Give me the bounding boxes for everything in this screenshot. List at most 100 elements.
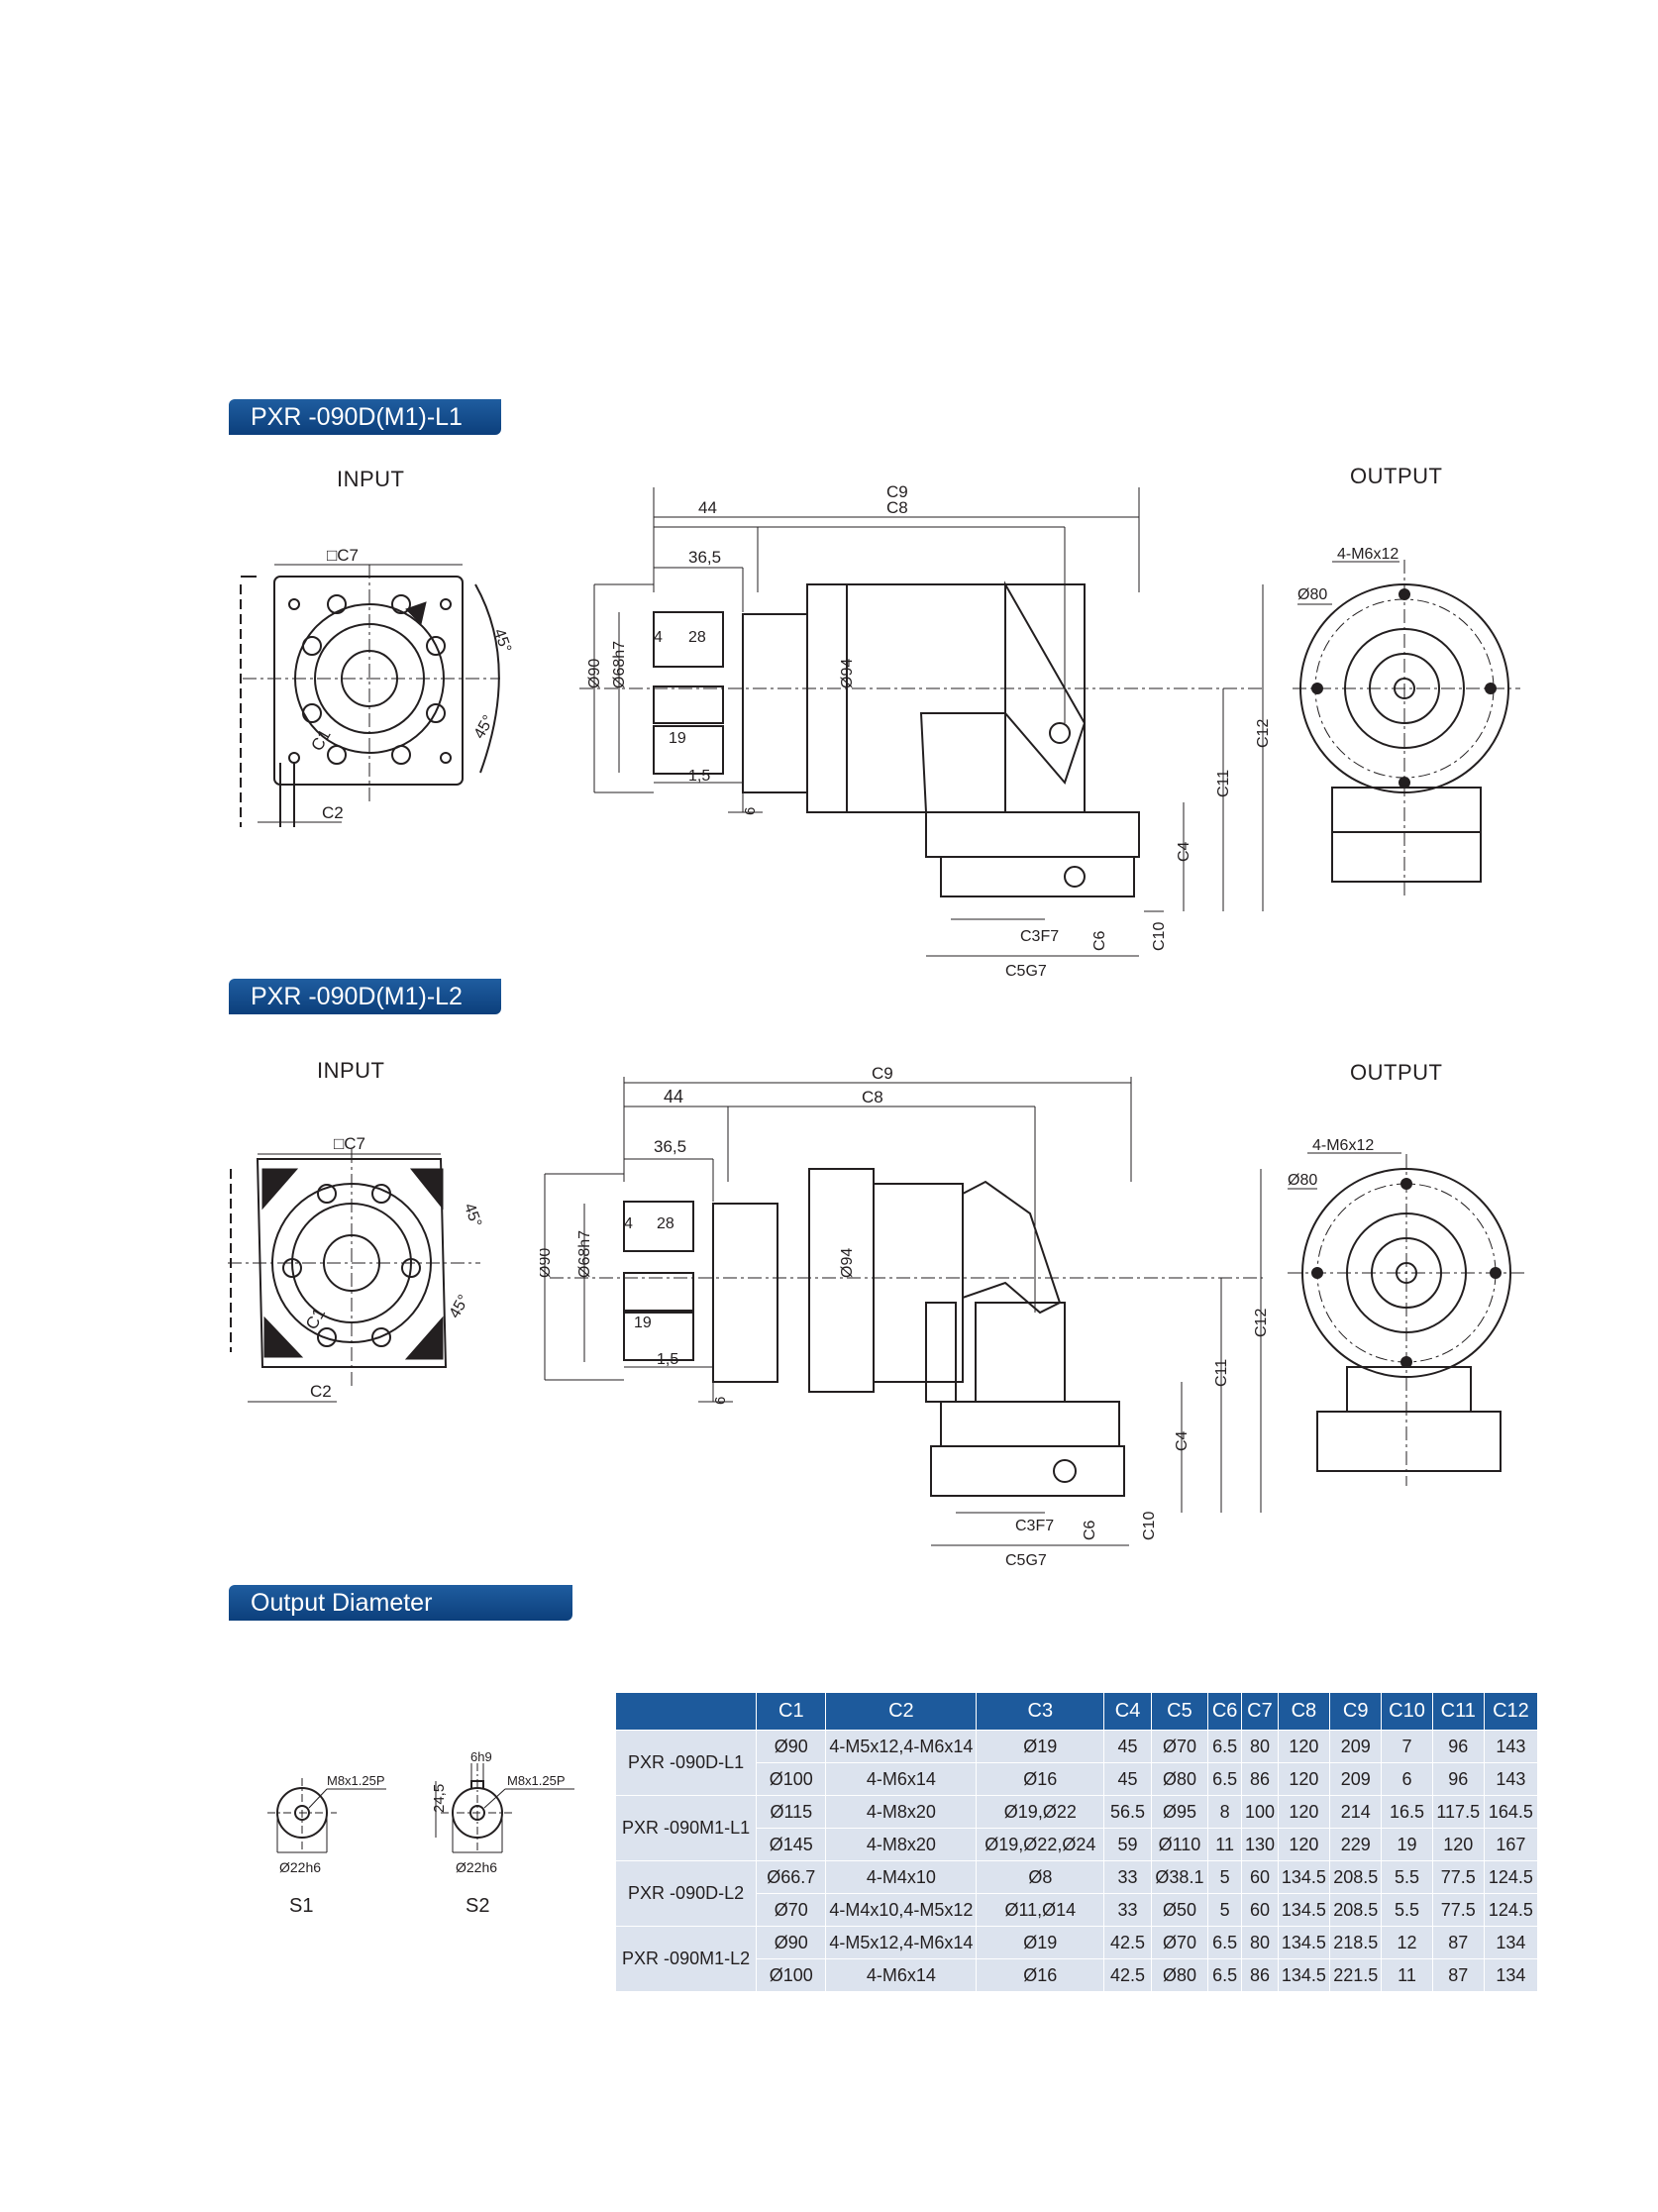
cell-c7: 86: [1241, 1762, 1279, 1796]
cell-c10: 7: [1381, 1730, 1433, 1763]
cell-c8: 120: [1277, 1828, 1331, 1861]
cell-c10: 16.5: [1381, 1795, 1433, 1829]
cell-c9: 209: [1329, 1762, 1383, 1796]
cell-c6: 5: [1207, 1893, 1243, 1927]
cell-c6: 6.5: [1207, 1762, 1243, 1796]
cell-c6: 8: [1207, 1795, 1243, 1829]
cell-c10: 19: [1381, 1828, 1433, 1861]
cell-c3: Ø16: [976, 1958, 1105, 1992]
model-cell: PXR -090M1-L2: [614, 1926, 758, 1992]
dim-4: 4: [654, 629, 663, 646]
output-label-l2: OUTPUT: [1350, 1060, 1443, 1085]
m6-label: 4-M6x12: [1312, 1137, 1374, 1154]
l2-output-view: 4-M6x12 Ø80: [1288, 1137, 1525, 1486]
cell-c7: 86: [1241, 1958, 1279, 1992]
header-c2: C2: [825, 1692, 978, 1731]
cell-c5: Ø80: [1150, 1958, 1209, 1992]
shaft-s1: M8x1.25P Ø22h6 S1: [267, 1773, 386, 1917]
header-c12: C12: [1483, 1692, 1539, 1731]
cell-c12: 167: [1483, 1828, 1539, 1861]
cell-c1: Ø70: [756, 1893, 827, 1927]
model-cell: PXR -090D-L1: [614, 1730, 758, 1796]
dia-94: Ø94: [839, 659, 856, 688]
c11-label: C11: [1213, 1359, 1230, 1387]
cell-c3: Ø19: [976, 1926, 1105, 1959]
dia-80: Ø80: [1288, 1172, 1317, 1189]
cell-c8: 120: [1277, 1762, 1331, 1796]
dim-28: 28: [688, 629, 706, 646]
section-banner-l2: PXR -090D(M1)-L2: [229, 979, 501, 1014]
c8-label: C8: [862, 1088, 883, 1106]
c9-label: C9: [886, 482, 908, 501]
cell-c7: 100: [1241, 1795, 1279, 1829]
cell-c11: 87: [1431, 1958, 1485, 1992]
header-c8: C8: [1277, 1692, 1331, 1731]
cell-c4: 42.5: [1103, 1958, 1152, 1992]
cell-c1: Ø90: [756, 1926, 827, 1959]
s2-thread: M8x1.25P: [507, 1773, 566, 1788]
cell-c4: 45: [1103, 1730, 1152, 1763]
header-c6: C6: [1207, 1692, 1243, 1731]
l1-side-view: C9 44 C8 36,5 4 28 19 1,5 6 Ø90 Ø68h7 Ø9…: [579, 482, 1272, 980]
cell-c8: 134.5: [1277, 1860, 1331, 1894]
input-label-l1: INPUT: [337, 467, 405, 491]
dim-4: 4: [624, 1215, 633, 1232]
cell-c9: 214: [1329, 1795, 1383, 1829]
dim-44: 44: [698, 498, 717, 517]
cell-c3: Ø16: [976, 1762, 1105, 1796]
header-c11: C11: [1431, 1692, 1485, 1731]
angle-45-a: 45°: [461, 1202, 484, 1230]
cell-c11: 117.5: [1431, 1795, 1485, 1829]
c10-label: C10: [1151, 922, 1168, 951]
cell-c5: Ø50: [1150, 1893, 1209, 1927]
cell-c5: Ø38.1: [1150, 1860, 1209, 1894]
spec-table: C1 C2 C3 C4 C5 C6 C7 C8 C9 C10 C11 C12 P…: [614, 1692, 1539, 1992]
m6-label: 4-M6x12: [1337, 546, 1399, 563]
cell-c6: 6.5: [1207, 1730, 1243, 1763]
cell-c3: Ø19,Ø22: [976, 1795, 1105, 1829]
cell-c9: 221.5: [1329, 1958, 1383, 1992]
c11-label: C11: [1215, 770, 1232, 797]
cell-c12: 143: [1483, 1762, 1539, 1796]
cell-c1: Ø115: [756, 1795, 827, 1829]
header-c5: C5: [1150, 1692, 1209, 1731]
cell-c12: 134: [1483, 1926, 1539, 1959]
dim-19: 19: [634, 1315, 652, 1331]
cell-c8: 134.5: [1277, 1958, 1331, 1992]
cell-c5: Ø70: [1150, 1926, 1209, 1959]
output-label-l1: OUTPUT: [1350, 464, 1443, 488]
dim-44: 44: [664, 1087, 683, 1106]
cell-c8: 134.5: [1277, 1926, 1331, 1959]
header-c3: C3: [976, 1692, 1105, 1731]
cell-c6: 6.5: [1207, 1958, 1243, 1992]
s1-name: S1: [289, 1895, 313, 1917]
s2-dia: Ø22h6: [456, 1859, 497, 1875]
cell-c4: 45: [1103, 1762, 1152, 1796]
cell-c10: 11: [1381, 1958, 1433, 1992]
c12-label: C12: [1255, 719, 1272, 748]
dim-1-5: 1,5: [688, 768, 710, 785]
header-c7: C7: [1241, 1692, 1279, 1731]
dim-36-5: 36,5: [688, 548, 721, 567]
cell-c2: 4-M6x14: [825, 1762, 978, 1796]
l1-output-view: 4-M6x12 Ø80: [1293, 546, 1520, 896]
cell-c12: 134: [1483, 1958, 1539, 1992]
cell-c4: 56.5: [1103, 1795, 1152, 1829]
cell-c12: 164.5: [1483, 1795, 1539, 1829]
l1-input-view: □C7 C2 C1 45° 45°: [240, 546, 514, 827]
c6-label: C6: [1091, 930, 1108, 951]
dim-6: 6: [742, 807, 759, 815]
c3-label: C3F7: [1020, 928, 1059, 945]
cell-c2: 4-M5x12,4-M6x14: [825, 1926, 978, 1959]
c7-label: □C7: [334, 1134, 365, 1153]
s1-dia: Ø22h6: [279, 1859, 321, 1875]
cell-c12: 124.5: [1483, 1893, 1539, 1927]
cell-c2: 4-M4x10: [825, 1860, 978, 1894]
cell-c9: 218.5: [1329, 1926, 1383, 1959]
cell-c2: 4-M5x12,4-M6x14: [825, 1730, 978, 1763]
c2-label: C2: [310, 1382, 332, 1401]
cell-c12: 143: [1483, 1730, 1539, 1763]
